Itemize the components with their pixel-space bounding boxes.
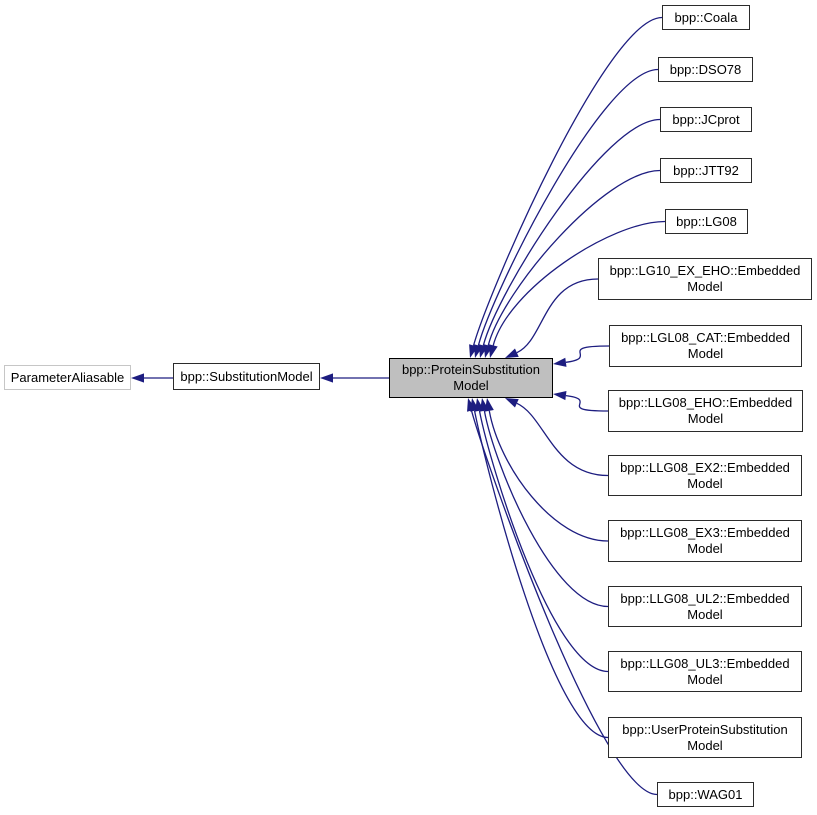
class-node-label: bpp::Coala xyxy=(674,9,738,25)
class-node-bpp-llg08-ex2-embeddedmodel[interactable]: bpp::LLG08_EX2::Embedded Model xyxy=(608,455,802,496)
class-node-bpp-wag01[interactable]: bpp::WAG01 xyxy=(657,782,754,807)
class-node-bpp-proteinsubstitutionmodel: bpp::ProteinSubstitution Model xyxy=(389,358,553,398)
class-node-label: ParameterAliasable xyxy=(10,369,125,385)
class-node-label: bpp::JTT92 xyxy=(673,162,739,178)
class-node-label-line: Model xyxy=(687,737,723,753)
class-node-label-line: bpp::ProteinSubstitution xyxy=(401,362,541,377)
class-node-label-line: bpp::LLG08_UL2::Embedded xyxy=(620,590,790,606)
class-node-bpp-userproteinsubstitutionmodel[interactable]: bpp::UserProteinSubstitution Model xyxy=(608,717,802,758)
class-node-label-line: bpp::LG10_EX_EHO::Embedded xyxy=(609,263,801,278)
class-node-label-line: Model xyxy=(687,279,723,294)
class-node-bpp-lg10-ex-eho-embeddedmodel[interactable]: bpp::LG10_EX_EHO::Embedded Model xyxy=(598,258,812,300)
class-node-label-line: bpp::UserProteinSubstitution xyxy=(622,721,788,737)
class-node-bpp-lgl08-cat-embeddedmodel[interactable]: bpp::LGL08_CAT::Embedded Model xyxy=(609,325,802,367)
class-node-bpp-lg08[interactable]: bpp::LG08 xyxy=(665,209,748,234)
class-node-bpp-llg08-ex3-embeddedmodel[interactable]: bpp::LLG08_EX3::Embedded Model xyxy=(608,520,802,562)
class-node-label-line: bpp::LLG08_UL3::Embedded xyxy=(620,655,790,671)
class-node-parameteraliasable: ParameterAliasable xyxy=(4,365,131,390)
class-node-label: bpp::JCprot xyxy=(672,111,740,127)
class-node-bpp-substitutionmodel[interactable]: bpp::SubstitutionModel xyxy=(173,363,320,390)
class-node-label-line: Model xyxy=(687,671,723,687)
class-node-label: bpp::WAG01 xyxy=(668,786,743,802)
class-node-label-line: bpp::LLG08_EX2::Embedded xyxy=(620,459,790,475)
class-node-bpp-llg08-ul3-embeddedmodel[interactable]: bpp::LLG08_UL3::Embedded Model xyxy=(608,651,802,692)
class-node-bpp-coala[interactable]: bpp::Coala xyxy=(662,5,750,30)
class-node-bpp-jcprot[interactable]: bpp::JCprot xyxy=(660,107,752,132)
class-node-label-line: Model xyxy=(687,541,723,556)
class-node-label-line: bpp::LLG08_EX3::Embedded xyxy=(620,525,790,540)
class-node-label: bpp::SubstitutionModel xyxy=(180,368,313,384)
class-node-label-line: Model xyxy=(687,411,724,426)
class-node-label-line: bpp::LLG08_EHO::Embedded xyxy=(618,395,793,410)
class-node-bpp-dso78[interactable]: bpp::DSO78 xyxy=(658,57,753,82)
class-node-label: bpp::LG08 xyxy=(676,213,737,229)
class-node-label-line: Model xyxy=(687,475,723,491)
class-node-label-line: Model xyxy=(687,346,724,361)
class-node-bpp-jtt92[interactable]: bpp::JTT92 xyxy=(660,158,752,183)
class-node-label: bpp::DSO78 xyxy=(669,61,742,77)
class-node-label-line: Model xyxy=(687,606,723,622)
class-node-bpp-llg08-ul2-embeddedmodel[interactable]: bpp::LLG08_UL2::Embedded Model xyxy=(608,586,802,627)
class-node-label-line: bpp::LGL08_CAT::Embedded xyxy=(621,330,790,345)
class-node-label-line: Model xyxy=(453,378,489,393)
class-node-bpp-llg08-eho-embeddedmodel[interactable]: bpp::LLG08_EHO::Embedded Model xyxy=(608,390,803,432)
